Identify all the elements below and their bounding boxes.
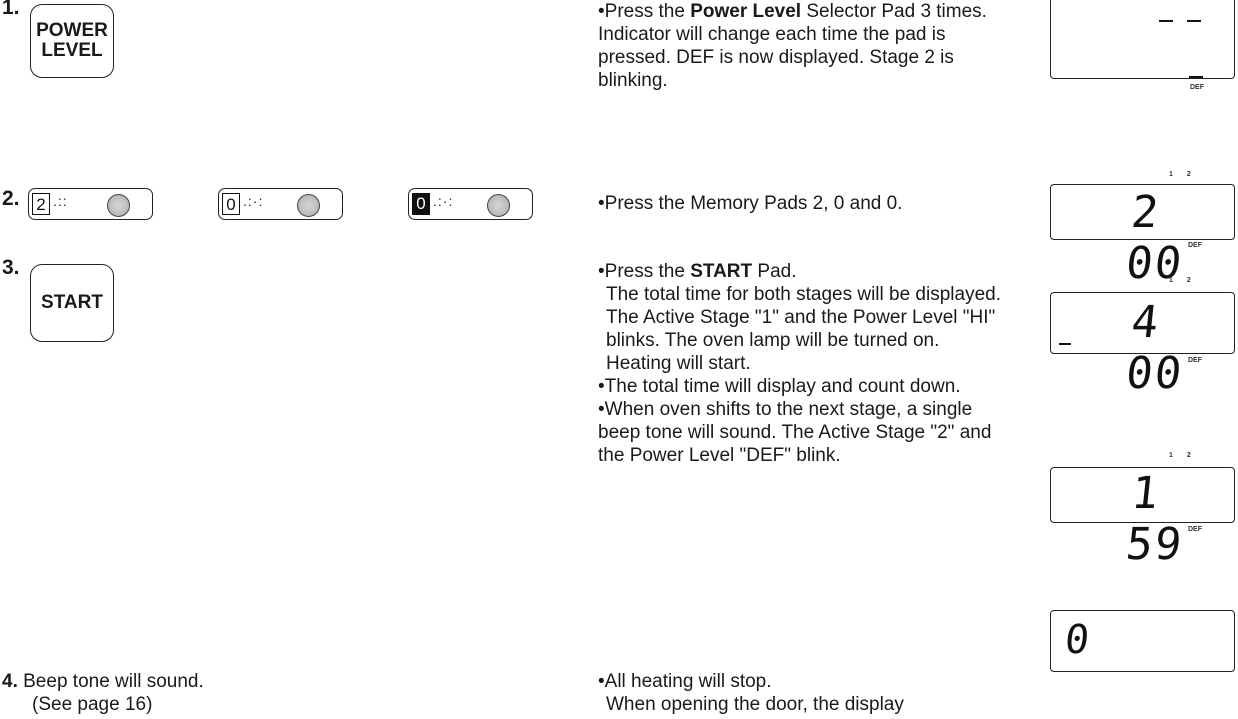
step3-instruction-body: The total time for both stages will be d… [606,284,1001,374]
step-number-2: 2. [2,187,20,210]
memory-pad-2-digit: 2 [32,193,50,215]
display-step3-c: 0 [1050,610,1235,672]
memory-pad-0b-button-icon [487,194,510,217]
display-step3-b: 1 2 1 59 DEF [1050,452,1235,570]
memory-pad-0a-dots: .:·: [243,193,264,209]
step1-instruction: •Press the Power Level Selector Pad 3 ti… [598,0,998,92]
memory-pad-0a[interactable]: 0 .:·: [218,188,343,220]
memory-pad-2-button-icon [107,194,130,217]
step2-instruction: •Press the Memory Pads 2, 0 and 0. [598,193,903,214]
display-step3-c-digits: 0 [1062,617,1092,663]
memory-pad-0a-digit: 0 [222,193,240,215]
step4-instruction: •All heating will stop. When opening the… [598,670,1018,716]
step1-instruction-bold: Power Level [690,1,802,22]
step4-beep-text: Beep tone will sound. [17,671,204,692]
step-number-4: 4. [2,671,18,692]
display-step3-a: 1 2 4 00 DEF [1050,277,1235,399]
display-step1-label: DEF [1190,84,1204,91]
display-step2-digits: 2 00 [1123,187,1186,289]
step-number-1: 1. [2,0,20,19]
power-level-pad-line1: POWER [36,20,108,42]
step3-instruction-bold: START [690,261,753,282]
memory-pad-0b-digit: 0 [412,193,430,215]
step1-instruction-suffix: Selector Pad 3 times. Indicator will cha… [598,1,987,91]
step4-text: 4. Beep tone will sound. (See page 16) [2,670,204,716]
step1-instruction-prefix: •Press the [598,1,691,22]
display-step2: 1 2 2 00 DEF [1050,171,1235,289]
start-pad-label: START [41,292,103,314]
step3-instruction-count: •The total time will display and count d… [598,376,961,397]
display-step2-stage-marks: 1 2 [1169,171,1197,178]
display-step3-a-digits: 4 00 [1123,297,1186,399]
display-step3-a-stage-marks: 1 2 [1169,277,1197,284]
step4-instruction-body: When opening the door, the display [606,694,904,715]
step3-instruction-shift: •When oven shifts to the next stage, a s… [598,399,992,466]
power-level-pad-line2: LEVEL [41,40,103,61]
display-step2-label: DEF [1188,242,1202,249]
memory-pad-2-dots: .:: [53,193,68,209]
step3-instruction: •Press the START Pad. The total time for… [598,260,1008,467]
display-step3-b-label: DEF [1188,526,1202,533]
memory-pad-0a-button-icon [297,194,320,217]
step3-instruction-prefix: •Press the [598,261,691,282]
display-step3-b-digits: 1 59 [1123,468,1186,570]
step4-subtext: (See page 16) [32,694,153,715]
memory-pad-0b[interactable]: 0 .:·: [408,188,533,220]
display-step3-b-stage-marks: 1 2 [1169,452,1197,459]
step3-instruction-suffix: Pad. [752,261,797,282]
step4-instruction-stop: •All heating will stop. [598,671,772,692]
memory-pad-0b-dots: .:·: [433,193,454,209]
display-step1: DEF [1050,0,1235,91]
display-step3-a-label: DEF [1188,357,1202,364]
power-level-pad[interactable]: POWER LEVEL [30,4,114,78]
start-pad[interactable]: START [30,264,114,342]
memory-pad-2[interactable]: 2 .:: [28,188,153,220]
step-number-3: 3. [2,256,20,279]
